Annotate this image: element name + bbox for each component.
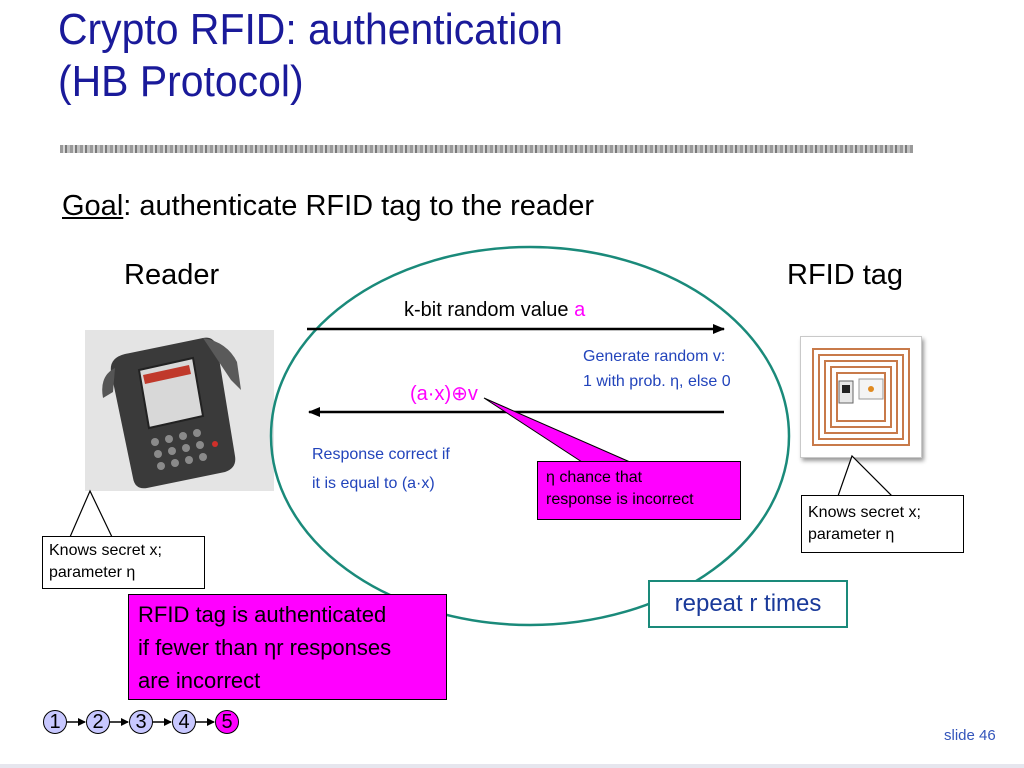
tag-generate-note: Generate random v: 1 with prob. η, else …: [583, 344, 731, 394]
slide-number: slide 46: [944, 727, 996, 744]
auth-rule-line3: are incorrect: [138, 668, 261, 693]
eta-error-note: η chance that response is incorrect: [537, 461, 741, 520]
protocol-ellipse: [269, 245, 791, 627]
reader-knowledge-callout: Knows secret x; parameter η: [42, 536, 205, 589]
eta-error-note-line2: response is incorrect: [546, 491, 694, 508]
challenge-label: k-bit random value a: [404, 299, 585, 322]
step-4-button[interactable]: 4: [172, 710, 196, 734]
rfid-tag-image: [800, 336, 922, 458]
auth-rule-line1: RFID tag is authenticated: [138, 602, 387, 627]
tag-knowledge-pointer: [837, 454, 894, 497]
goal-text: : authenticate RFID tag to the reader: [123, 190, 594, 222]
auth-rule-line2: if fewer than ηr responses: [138, 635, 392, 660]
tag-knowledge-line1: Knows secret x;: [808, 504, 921, 521]
reader-knowledge-line2: parameter η: [49, 564, 136, 581]
step-3-button[interactable]: 3: [129, 710, 153, 734]
step-1-button[interactable]: 1: [43, 710, 67, 734]
reader-check-note: Response correct if it is equal to (a·x): [312, 440, 450, 498]
challenge-variable: a: [574, 299, 586, 321]
eta-error-note-line1: η chance that: [546, 469, 643, 486]
rfid-tag-heading: RFID tag: [787, 259, 904, 291]
tag-generate-note-line1: Generate random v:: [583, 348, 726, 365]
response-label: (a·x)⊕v: [410, 383, 478, 405]
goal-statement: Goal: authenticate RFID tag to the reade…: [62, 190, 594, 223]
title-divider: [60, 145, 913, 153]
rfid-reader-image: [85, 330, 274, 491]
step-2-button[interactable]: 2: [86, 710, 110, 734]
title-line-1: Crypto RFID: authentication: [58, 5, 563, 54]
reader-check-note-line2: it is equal to (a·x): [312, 475, 435, 492]
step-5-button[interactable]: 5: [215, 710, 239, 734]
repeat-box: repeat r times: [648, 580, 848, 628]
footer-divider: [0, 764, 1024, 768]
reader-check-note-line1: Response correct if: [312, 446, 450, 463]
tag-knowledge-callout: Knows secret x; parameter η: [801, 495, 964, 553]
challenge-label-text: k-bit random value: [404, 299, 575, 321]
authentication-rule-box: RFID tag is authenticated if fewer than …: [128, 594, 447, 700]
title-line-2: (HB Protocol): [58, 57, 304, 106]
eta-note-pointer: [483, 397, 631, 463]
reader-knowledge-line1: Knows secret x;: [49, 542, 162, 559]
reader-heading: Reader: [124, 259, 220, 291]
tag-knowledge-line2: parameter η: [808, 526, 895, 543]
slide-title: Crypto RFID: authentication(HB Protocol): [58, 4, 563, 108]
goal-label: Goal: [62, 190, 124, 222]
tag-generate-note-line2: 1 with prob. η, else 0: [583, 373, 731, 390]
step-connectors: [67, 718, 215, 726]
